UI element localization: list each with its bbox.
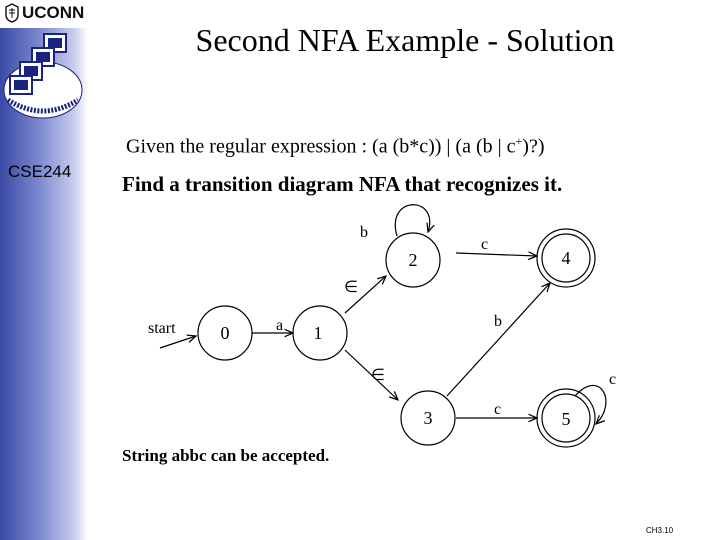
state-2-label: 2	[409, 250, 418, 270]
edge-3-4-label: b	[494, 313, 502, 330]
state-4-label: 4	[562, 248, 571, 268]
regular-expression-line: Given the regular expression : (a (b*c))…	[126, 134, 545, 159]
edge-3-5-label: c	[494, 401, 501, 418]
uconn-logo-bar: UCONN	[0, 0, 88, 28]
self-loop-5-label: c	[609, 371, 616, 388]
edge-3-4	[446, 283, 550, 397]
uconn-logo-text: UCONN	[22, 3, 85, 22]
edge-1-2-label: ∈	[344, 279, 358, 296]
state-1-circle	[292, 305, 348, 361]
state-2-circle	[385, 232, 441, 288]
state-3-circle	[400, 390, 456, 446]
regular-expression-text: Given the regular expression : (a (b*c))…	[126, 135, 516, 158]
state-5-label: 5	[562, 409, 571, 429]
state-0-label: 0	[221, 323, 230, 343]
plus-superscript: +	[515, 134, 523, 148]
state-0-circle	[197, 305, 253, 361]
start-label: start	[148, 320, 176, 337]
course-code: CSE244	[8, 162, 72, 181]
edge-2-4-label: c	[481, 236, 488, 253]
state-5-outer-circle	[536, 388, 596, 448]
self-loop-2-label: b	[360, 224, 368, 241]
state-1-label: 1	[314, 323, 323, 343]
state-5-inner-circle	[541, 393, 591, 443]
self-loop-5	[574, 384, 607, 424]
edge-1-3	[344, 349, 398, 400]
edge-1-3-label: ∈	[371, 367, 385, 384]
uconn-seal-icon	[5, 3, 19, 23]
edge-1-2	[344, 276, 386, 314]
edge-0-1-label: a	[276, 317, 283, 334]
regular-expression-tail: )?)	[522, 135, 545, 158]
self-loop-2	[394, 204, 429, 237]
task-statement: Find a transition diagram NFA that recog…	[122, 172, 563, 196]
edge-2-4	[455, 253, 537, 256]
state-3-label: 3	[424, 408, 433, 428]
acceptance-statement: String abbc can be accepted.	[122, 446, 330, 465]
slide-page-number: CH3.10	[646, 526, 674, 535]
state-4-inner-circle	[541, 233, 591, 283]
start-arrow	[159, 336, 196, 349]
state-4-outer-circle	[536, 228, 596, 288]
cse-department-logo-icon	[3, 33, 83, 119]
slide-title: Second NFA Example - Solution	[195, 22, 615, 58]
